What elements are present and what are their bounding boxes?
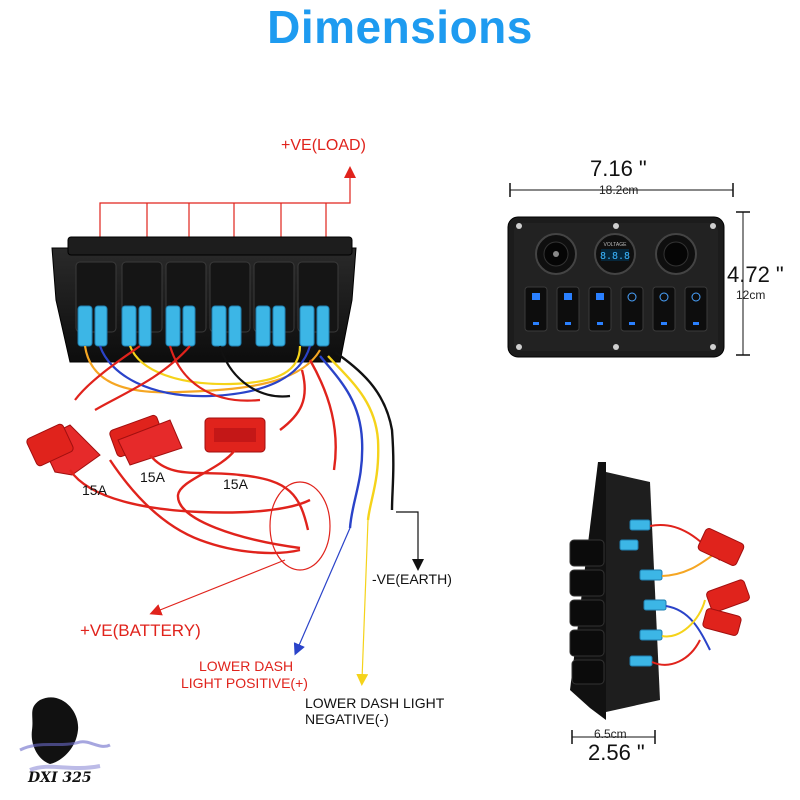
depth-inches: 2.56 ": [588, 740, 645, 765]
fuse-holder-3: [204, 417, 266, 453]
rocker-switch: [556, 286, 580, 332]
load-label: +VE(LOAD): [281, 137, 366, 154]
negative-arrow: [356, 519, 369, 686]
lower-dash-negative-label-line1: LOWER DASH LIGHT: [305, 695, 445, 711]
fuse-rating-2: 15A: [140, 469, 165, 485]
battery-label: +VE(BATTERY): [80, 621, 201, 640]
rocker-switch: [684, 286, 708, 332]
front-panel-view: 8.8.8 VOLTAGE: [507, 183, 750, 358]
battery-arrow: [149, 559, 286, 616]
fuse-holder-2: [109, 414, 183, 466]
usb-socket-left: [535, 233, 577, 275]
rocker-switch: [524, 286, 548, 332]
height-cm: 12cm: [736, 288, 766, 302]
fuse-holders: [26, 414, 266, 476]
back-panel-view: [26, 166, 424, 686]
cigarette-socket-right: [655, 233, 697, 275]
earth-arrow: [396, 511, 424, 571]
rocker-switch: [588, 286, 612, 332]
depth-cm: 6.5cm: [594, 727, 627, 741]
rocker-switch: [620, 286, 644, 332]
rocker-switches: [524, 286, 708, 332]
fuse-rating-3: 15A: [223, 476, 248, 492]
side-panel-view: [569, 462, 750, 744]
watermark-logo: [19, 697, 111, 772]
watermark-text: DXI 325: [28, 770, 92, 786]
lower-dash-positive-label-line1: LOWER DASH: [199, 658, 294, 674]
page-title: Dimensions: [267, 1, 533, 53]
lower-dash-positive-label-line2: LIGHT POSITIVE(+): [181, 675, 308, 691]
earth-label: -VE(EARTH): [372, 571, 452, 587]
positive-arrow: [293, 527, 351, 656]
lower-dash-negative-label-line2: NEGATIVE(-): [305, 711, 389, 727]
fuse-rating-1: 15A: [82, 482, 107, 498]
fuse-holder-1: [26, 423, 101, 476]
voltmeter-reading: 8.8.8: [600, 251, 630, 262]
height-inches: 4.72 ": [727, 262, 784, 287]
voltmeter-label: VOLTAGE: [604, 242, 628, 248]
rocker-switch: [652, 286, 676, 332]
width-inches: 7.16 ": [590, 156, 647, 181]
voltmeter: 8.8.8 VOLTAGE: [594, 233, 636, 275]
width-cm: 18.2cm: [599, 183, 639, 197]
blue-terminals: [77, 305, 330, 347]
